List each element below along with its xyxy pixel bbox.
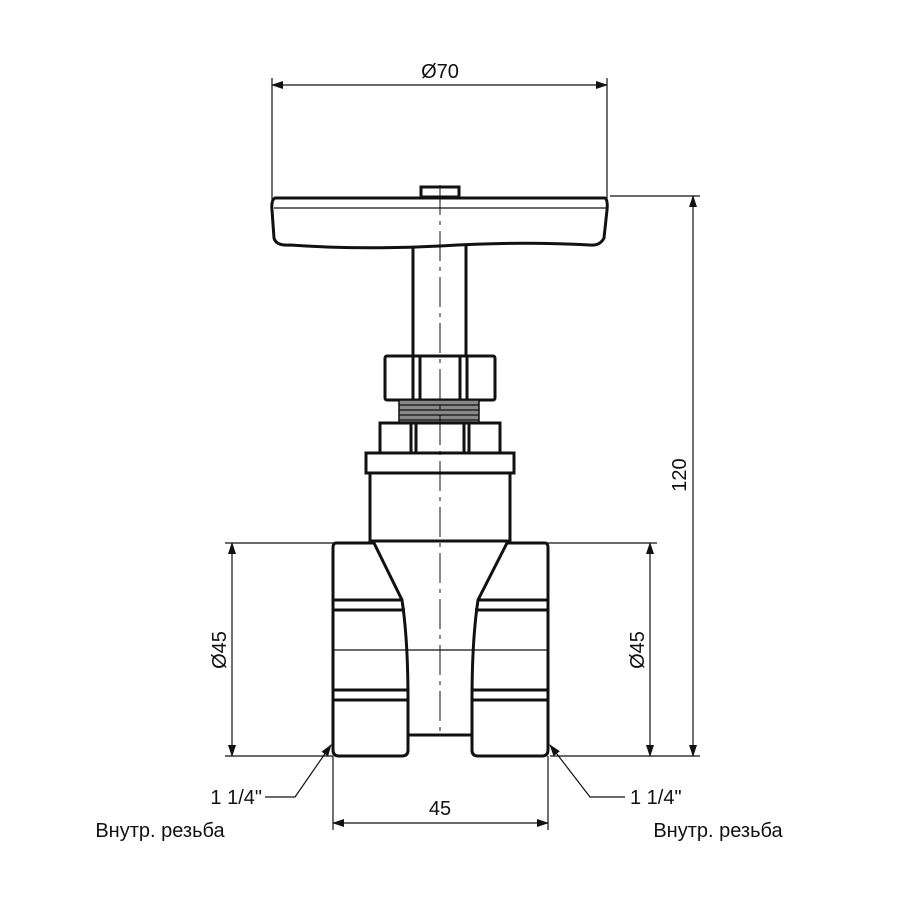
left-thread-type: Внутр. резьба [95,820,225,842]
right-thread-type: Внутр. резьба [653,820,783,842]
body-length-label: 45 [429,798,451,820]
dimension-handle-diameter: Ø70 [271,61,608,200]
right-thread-size: 1 1/4" [630,787,682,809]
left-thread-size: 1 1/4" [210,787,262,809]
thread [398,399,480,424]
dimension-right-port: Ø45 [548,542,657,757]
dimension-body-length: 45 [332,756,549,830]
total-height-label: 120 [669,458,691,491]
left-thread-callout: 1 1/4" Внутр. резьба [95,744,332,842]
stem [411,246,468,356]
dimension-total-height: 120 [550,195,700,757]
right-port-diameter-label: Ø45 [627,631,649,669]
right-thread-callout: 1 1/4" Внутр. резьба [549,744,784,842]
valve-body [331,541,550,758]
dimension-left-port: Ø45 [209,542,333,757]
left-port-diameter-label: Ø45 [209,631,231,669]
handle-diameter-label: Ø70 [421,61,459,83]
